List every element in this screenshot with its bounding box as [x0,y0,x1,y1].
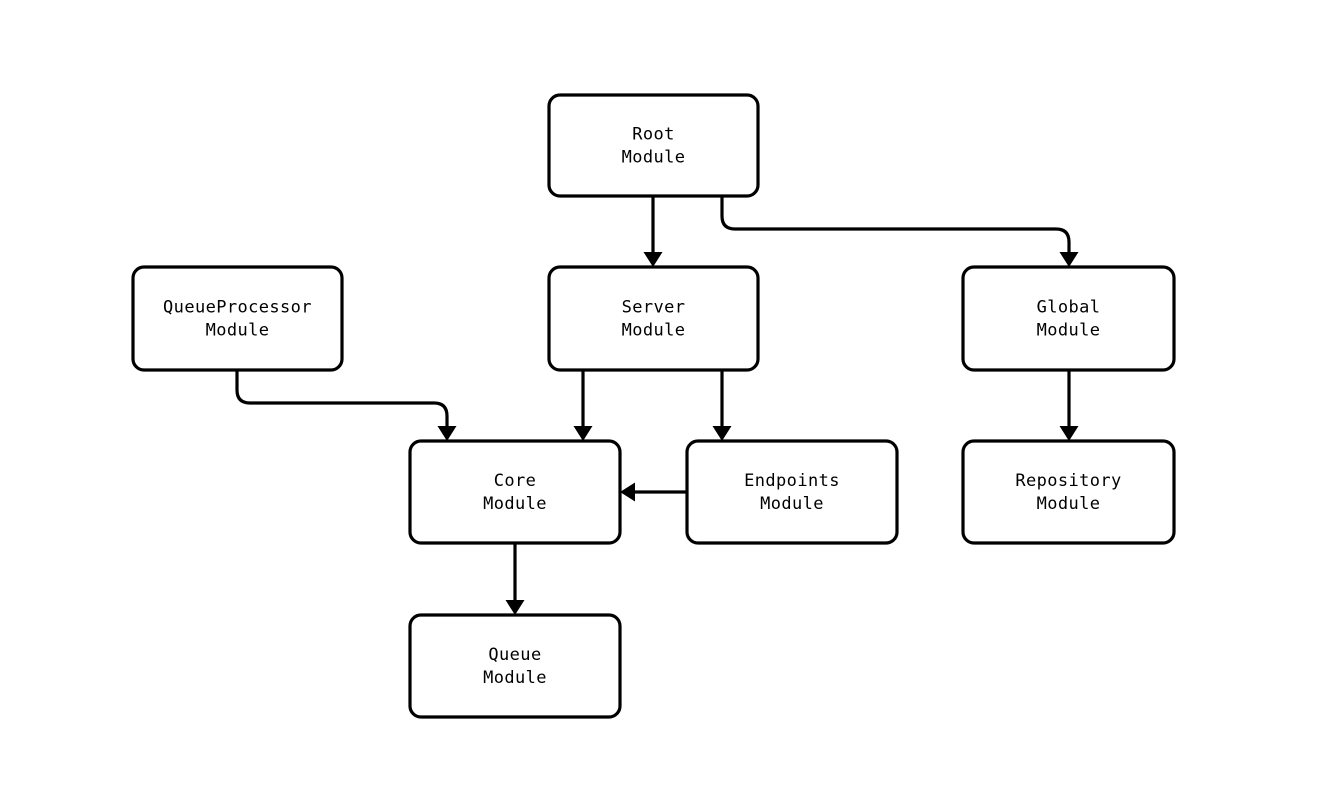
root-module-box[interactable] [547,93,760,198]
queueprocessor-module-label-line2: Module [206,321,270,341]
edge-server-to-endpoints [712,370,732,441]
queueprocessor-module-box[interactable] [131,265,344,372]
edge-root-to-server [643,196,663,267]
queue-module-box[interactable] [408,613,622,719]
edge-server-to-endpoints-arrowhead-icon [712,426,732,441]
nodes-layer: RootModuleQueueProcessorModuleServerModu… [131,93,1176,719]
edge-root-to-global [720,196,1079,267]
server-module-label-line2: Module [622,321,686,341]
endpoints-module-label-line1: Endpoints [744,471,840,491]
edge-endpoints-to-core [620,482,687,502]
root-module-label-line1: Root [632,125,675,145]
queue-module-label-line2: Module [483,668,547,688]
core-module-box[interactable] [408,439,622,545]
endpoints-module-label-line2: Module [760,494,824,514]
server-module-box[interactable] [547,265,760,372]
queueprocessor-module-label-line1: QueueProcessor [163,298,312,318]
edge-core-to-queue-arrowhead-icon [505,600,525,615]
edge-queueprocessor-to-core-arrowhead-icon [437,426,457,441]
edge-global-to-repository-arrowhead-icon [1059,426,1079,441]
global-module-label-line1: Global [1037,298,1101,318]
edge-server-to-core [573,370,593,441]
repository-module-label-line2: Module [1037,494,1101,514]
edge-root-to-global-line [720,196,1071,252]
edge-server-to-core-arrowhead-icon [573,426,593,441]
edge-endpoints-to-core-arrowhead-icon [620,482,635,502]
global-module-box[interactable] [961,265,1176,372]
edge-root-to-server-arrowhead-icon [643,252,663,267]
repository-module-box[interactable] [961,439,1176,545]
core-module-label-line2: Module [483,494,547,514]
edge-queueprocessor-to-core-line [235,370,449,426]
server-module-label-line1: Server [622,298,686,318]
edge-queueprocessor-to-core [235,370,457,441]
core-module-label-line1: Core [494,471,537,491]
global-module-label-line2: Module [1037,321,1101,341]
edge-root-to-global-arrowhead-icon [1059,252,1079,267]
repository-module-label-line1: Repository [1015,471,1121,491]
edge-global-to-repository [1059,370,1079,441]
root-module-label-line2: Module [622,148,686,168]
edges-layer [235,196,1079,615]
queue-module-label-line1: Queue [488,645,541,665]
endpoints-module-box[interactable] [685,439,899,545]
edge-core-to-queue [505,543,525,615]
